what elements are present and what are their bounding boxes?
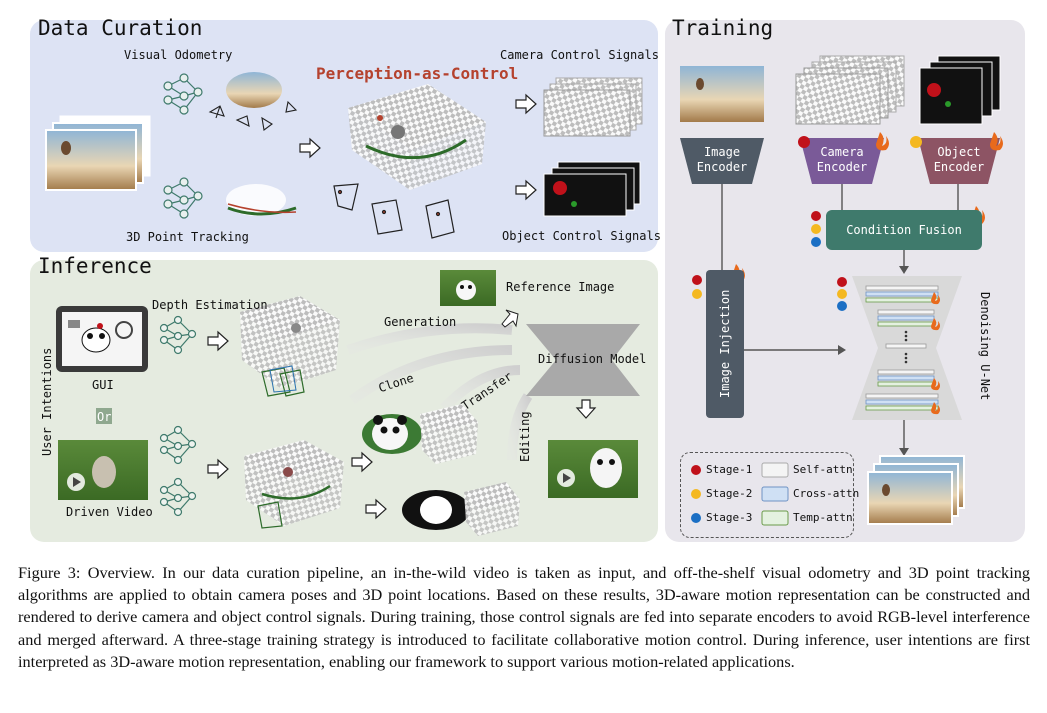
diffusion-model-label: Diffusion Model bbox=[538, 352, 647, 366]
image-encoder-shape bbox=[680, 138, 764, 184]
depth-estimation-label: Depth Estimation bbox=[152, 298, 268, 312]
network-icon bbox=[159, 315, 197, 355]
arrowheads bbox=[838, 266, 909, 456]
reference-image-label: Reference Image bbox=[506, 280, 615, 294]
connector-lines bbox=[721, 184, 959, 448]
transfer-flow bbox=[440, 365, 521, 412]
or-label: Or bbox=[97, 410, 112, 424]
legend-cross-attn: Cross-attn bbox=[793, 487, 860, 500]
tracking-cube bbox=[244, 440, 344, 529]
denoising-unet-label: Denoising U-Net bbox=[978, 292, 992, 401]
driven-video-label: Driven Video bbox=[66, 505, 153, 519]
object-encoder-shape bbox=[918, 138, 1000, 184]
network-icon bbox=[163, 177, 203, 219]
training-output-stack bbox=[867, 455, 965, 525]
image-encoder-label: Image Encoder bbox=[696, 145, 748, 174]
arrow-icons bbox=[207, 330, 597, 520]
stage1-dot bbox=[798, 136, 810, 148]
network-icon bbox=[163, 73, 203, 115]
network-icon bbox=[159, 425, 197, 465]
data-curation-title: Data Curation bbox=[38, 16, 203, 40]
arrow-icon bbox=[501, 309, 519, 328]
edit-cube bbox=[464, 482, 520, 536]
arrow-icons bbox=[299, 93, 537, 201]
point-tracking-label: 3D Point Tracking bbox=[126, 230, 249, 244]
depth-cube bbox=[240, 296, 340, 397]
image-injection-label: Image Injection bbox=[718, 289, 732, 398]
clone-flow bbox=[349, 345, 513, 405]
gui-label: GUI bbox=[92, 378, 114, 392]
camera-encoder-shape bbox=[800, 138, 884, 184]
legend-stage1: Stage-1 bbox=[706, 463, 753, 476]
condition-fusion-box bbox=[826, 210, 982, 250]
training-camera-stack bbox=[795, 55, 905, 125]
legend-temp-attn: Temp-attn bbox=[793, 511, 853, 524]
generation-flow bbox=[346, 323, 513, 355]
legend-stage2: Stage-2 bbox=[706, 487, 753, 500]
training-input-image bbox=[680, 66, 764, 122]
perception-as-control-label: Perception-as-Control bbox=[316, 64, 519, 83]
training-object-stack bbox=[919, 55, 1001, 125]
editing-label: Editing bbox=[518, 411, 532, 462]
training-title: Training bbox=[672, 16, 774, 40]
object-signal-stack bbox=[543, 161, 641, 217]
camera-signal-stack bbox=[543, 77, 643, 137]
object-signals-label: Object Control Signals bbox=[502, 229, 661, 243]
scene-image bbox=[226, 72, 282, 108]
network-icon bbox=[159, 477, 197, 517]
panda-image bbox=[362, 414, 422, 454]
editing-flow bbox=[507, 393, 533, 461]
legend-box bbox=[680, 452, 854, 538]
camera-signals-label: Camera Control Signals bbox=[500, 48, 659, 62]
camera-encoder-label: Camera Encoder bbox=[816, 145, 868, 174]
legend-swatches bbox=[691, 462, 789, 526]
legend-stage3: Stage-3 bbox=[706, 511, 753, 524]
image-injection-box bbox=[706, 270, 744, 418]
motion-representation-cube bbox=[348, 84, 486, 190]
diffusion-model-shape bbox=[526, 324, 640, 396]
flame-icon bbox=[931, 292, 940, 415]
gui-tablet bbox=[56, 306, 148, 372]
generation-label: Generation bbox=[384, 315, 457, 329]
condition-fusion-label: Condition Fusion bbox=[846, 223, 962, 237]
output-panda-image bbox=[548, 440, 638, 498]
inference-title: Inference bbox=[38, 254, 152, 278]
user-intentions-label: User Intentions bbox=[40, 347, 54, 456]
mask-image bbox=[402, 490, 470, 530]
object-frustums bbox=[333, 183, 455, 239]
figure-caption: Figure 3: Overview. In our data curation… bbox=[18, 563, 1030, 671]
reference-image bbox=[440, 270, 496, 306]
camera-frustums bbox=[208, 100, 298, 131]
legend-self-attn: Self-attn bbox=[793, 463, 853, 476]
or-badge bbox=[96, 408, 112, 424]
transfer-cube bbox=[420, 404, 478, 464]
object-encoder-label: Object Encoder bbox=[933, 145, 985, 174]
tracking-scene bbox=[226, 184, 297, 216]
driven-video-thumb bbox=[58, 440, 148, 500]
stage2-dot bbox=[910, 136, 922, 148]
visual-odometry-label: Visual Odometry bbox=[124, 48, 233, 62]
input-video-stack bbox=[45, 115, 151, 191]
